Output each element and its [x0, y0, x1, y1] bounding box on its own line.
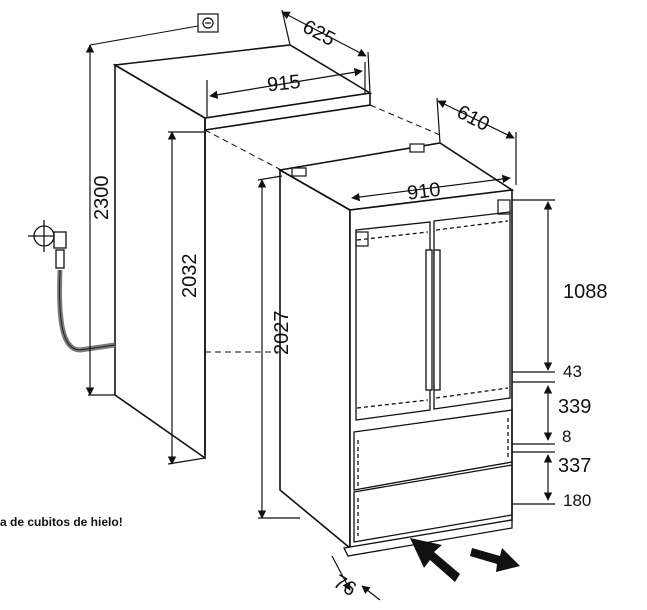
label-niche-width: 915	[266, 71, 301, 96]
label-gap-middle: 8	[562, 427, 571, 446]
label-appliance-width: 910	[406, 179, 442, 205]
water-connection-icon	[28, 220, 67, 269]
label-base: 180	[563, 491, 591, 510]
label-upper-section: 1088	[563, 281, 608, 303]
push-arrow-icon	[410, 538, 460, 582]
electrical-socket-icon	[197, 13, 219, 33]
appliance-body	[277, 142, 515, 550]
label-appliance-height: 2027	[271, 311, 293, 356]
upper-doors	[355, 211, 511, 421]
label-niche-total-height: 2300	[91, 176, 113, 221]
water-hose	[57, 269, 116, 353]
dimension-lines	[85, 9, 555, 601]
label-gap-upper: 43	[563, 362, 582, 381]
label-niche-depth: 625	[299, 16, 339, 51]
pull-arrow-icon	[470, 548, 520, 572]
label-niche-height: 2032	[179, 254, 201, 299]
label-appliance-depth: 610	[453, 101, 493, 136]
ice-maker-note: a de cubitos de hielo!	[0, 515, 123, 529]
label-front-offset: 76	[329, 571, 359, 601]
drawers	[353, 409, 513, 543]
plinth	[343, 519, 513, 557]
niche-cabinet	[112, 44, 373, 460]
top-brackets	[291, 143, 511, 247]
label-drawer-upper: 339	[558, 396, 591, 418]
water-hose-outline	[59, 269, 116, 351]
label-drawer-lower: 337	[558, 455, 591, 477]
socket-leader-line	[89, 25, 199, 46]
projection-lines	[204, 104, 441, 353]
